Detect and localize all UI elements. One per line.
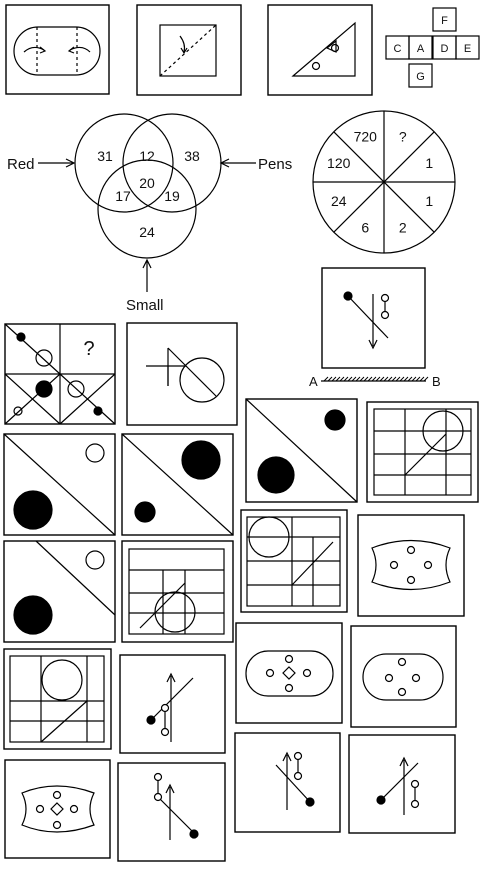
option-motion-4 — [348, 734, 456, 834]
matrix-question: ? — [4, 323, 116, 425]
venn-value-red-small: 17 — [115, 188, 131, 204]
ground-hatch — [403, 376, 409, 382]
option-grid-circle-2 — [3, 648, 112, 750]
ground-hatch — [343, 376, 349, 382]
option-oval-3 — [235, 622, 343, 724]
option-diagonal-3 — [3, 540, 116, 643]
ground-hatch — [363, 376, 369, 382]
ground-hatch — [359, 376, 365, 382]
cube-net: F C A D E G — [385, 7, 480, 88]
ground-hatch — [383, 376, 389, 382]
ground-hatch — [323, 376, 329, 382]
ground-hatch — [411, 376, 417, 382]
ground-hatch — [375, 376, 381, 382]
venn-value-pens-small: 19 — [164, 188, 180, 204]
ground-hatch — [367, 376, 373, 382]
ground-hatch — [371, 376, 377, 382]
fold-puzzle-2 — [136, 4, 242, 96]
option-diagonal-1 — [3, 433, 116, 536]
option-diagonal-2 — [121, 433, 234, 536]
venn-diagram: Red Pens Small 31 12 38 20 17 19 24 — [7, 113, 292, 314]
fold-puzzle-3 — [267, 4, 373, 96]
ground-hatch — [327, 376, 333, 382]
ground-hatch — [379, 376, 385, 382]
ground-hatch — [335, 376, 341, 382]
option-oval-2 — [357, 514, 465, 617]
ground-hatch — [419, 376, 425, 382]
option-grid-circle-3 — [366, 401, 479, 503]
ground-hatch — [407, 376, 413, 382]
option-motion-2 — [117, 762, 226, 862]
cube-face-a: A — [417, 43, 425, 55]
ground-hatch — [351, 376, 357, 382]
option-oval-1 — [4, 759, 111, 859]
wheel-divider — [333, 131, 435, 233]
venn-label-small: Small — [126, 297, 164, 314]
venn-value-small-only: 24 — [139, 224, 155, 240]
cube-face-e: E — [464, 43, 471, 55]
venn-value-red-pens: 12 — [139, 148, 155, 164]
cube-face-d: D — [441, 43, 449, 55]
wheel-segment-value: 2 — [399, 219, 407, 235]
motion-puzzle-main: A B — [309, 267, 441, 389]
wheel-segment-value: 24 — [331, 193, 347, 209]
pendulum-label-b: B — [432, 374, 441, 389]
cube-face-g: G — [416, 71, 425, 83]
shape-overlap-puzzle — [126, 322, 238, 426]
ground-hatch — [423, 376, 429, 382]
wheel-segment-value: ? — [399, 129, 407, 145]
venn-label-pens: Pens — [258, 156, 292, 173]
cube-face-f: F — [441, 15, 448, 27]
ground-hatch — [331, 376, 337, 382]
ground-hatch — [387, 376, 393, 382]
matrix-question-mark: ? — [83, 338, 94, 360]
option-motion-3 — [234, 732, 341, 833]
ground-hatch — [355, 376, 361, 382]
ground-hatch — [395, 376, 401, 382]
option-diagonal-4 — [245, 398, 358, 503]
wheel-segment-value: 1 — [425, 155, 433, 171]
option-grid-circle-1 — [121, 540, 234, 643]
ground-hatch — [391, 376, 397, 382]
wheel-segment-value: 120 — [327, 155, 351, 171]
venn-value-center: 20 — [139, 175, 155, 191]
venn-label-red: Red — [7, 156, 35, 173]
ground-hatch — [347, 376, 353, 382]
ground-hatch — [339, 376, 345, 382]
wheel-segment-value: 1 — [425, 193, 433, 209]
venn-value-pens-only: 38 — [184, 148, 200, 164]
wheel-segment-value: 720 — [354, 129, 378, 145]
pendulum-label-a: A — [309, 374, 318, 389]
option-motion-1 — [119, 654, 226, 754]
venn-value-red-only: 31 — [97, 148, 113, 164]
ground-hatch — [399, 376, 405, 382]
option-grid-circle-4 — [240, 509, 348, 613]
cube-face-c: C — [394, 43, 402, 55]
option-oval-4 — [350, 625, 457, 728]
ground-hatch — [415, 376, 421, 382]
wheel-segment-value: 6 — [361, 219, 369, 235]
fold-puzzle-1 — [5, 4, 110, 95]
